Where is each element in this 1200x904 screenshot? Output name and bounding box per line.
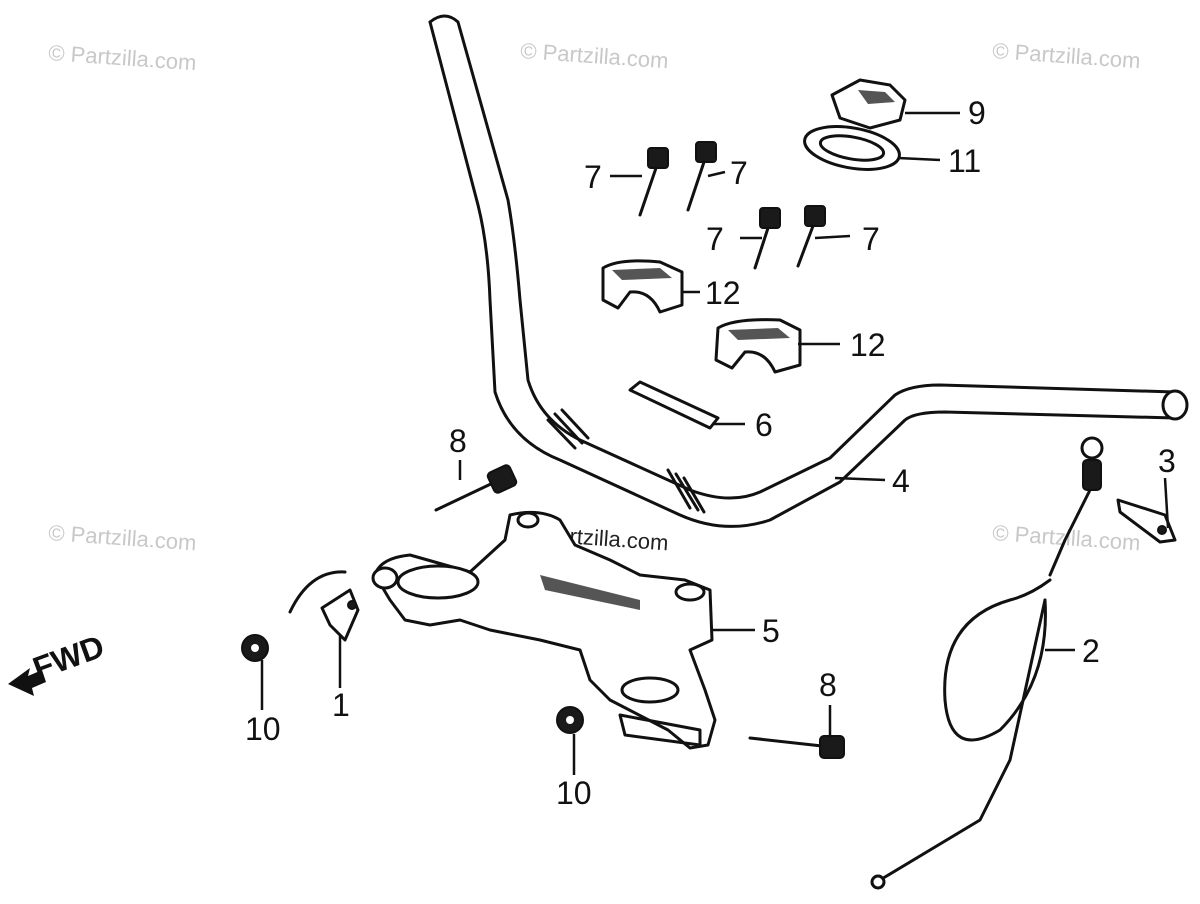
callout-7-d: 7 xyxy=(862,221,880,257)
callout-10-a: 10 xyxy=(245,711,281,747)
callout-5: 5 xyxy=(762,613,780,649)
callout-12-a: 12 xyxy=(705,275,741,311)
handlebar xyxy=(428,14,1189,528)
watermark-top-right: © Partzilla.com xyxy=(992,38,1142,73)
callout-7-a: 7 xyxy=(584,159,602,195)
upper-holder-1 xyxy=(601,259,684,314)
clip-bracket xyxy=(288,570,360,642)
pinch-bolt-upper xyxy=(434,464,518,512)
callout-2: 2 xyxy=(1082,633,1100,669)
pinch-bolt-lower xyxy=(748,735,845,759)
fwd-label: FWD xyxy=(28,628,109,687)
upper-holder-2 xyxy=(714,318,802,374)
forward-arrow-icon: FWD xyxy=(8,628,109,696)
callout-11: 11 xyxy=(948,143,981,179)
handlebar-cap xyxy=(830,78,907,130)
watermark-mid-left: © Partzilla.com xyxy=(48,520,198,555)
callout-3: 3 xyxy=(1158,443,1176,479)
leader-lines xyxy=(260,111,1170,775)
cable-holder xyxy=(1116,498,1177,544)
watermark-top-left: © Partzilla.com xyxy=(48,40,198,75)
watermark-top-center: © Partzilla.com xyxy=(520,38,670,73)
nut-left xyxy=(241,634,269,662)
band-strip xyxy=(628,380,720,430)
bolt-1 xyxy=(638,147,669,217)
callout-7-b: 7 xyxy=(730,155,748,191)
bolt-2 xyxy=(686,141,717,212)
callout-12-b: 12 xyxy=(850,327,886,363)
bolt-4 xyxy=(796,205,826,268)
washer xyxy=(803,125,901,171)
callout-9: 9 xyxy=(968,95,986,131)
callout-7-c: 7 xyxy=(706,221,724,257)
callout-8-b: 8 xyxy=(819,667,837,703)
callout-4: 4 xyxy=(892,463,910,499)
callout-10-b: 10 xyxy=(556,775,592,811)
callout-8-a: 8 xyxy=(449,423,467,459)
bolt-3 xyxy=(753,207,781,270)
choke-cable xyxy=(870,436,1104,890)
callout-6: 6 xyxy=(755,407,773,443)
callout-1: 1 xyxy=(332,687,350,723)
top-bridge xyxy=(371,510,717,750)
nut-right xyxy=(556,706,584,734)
